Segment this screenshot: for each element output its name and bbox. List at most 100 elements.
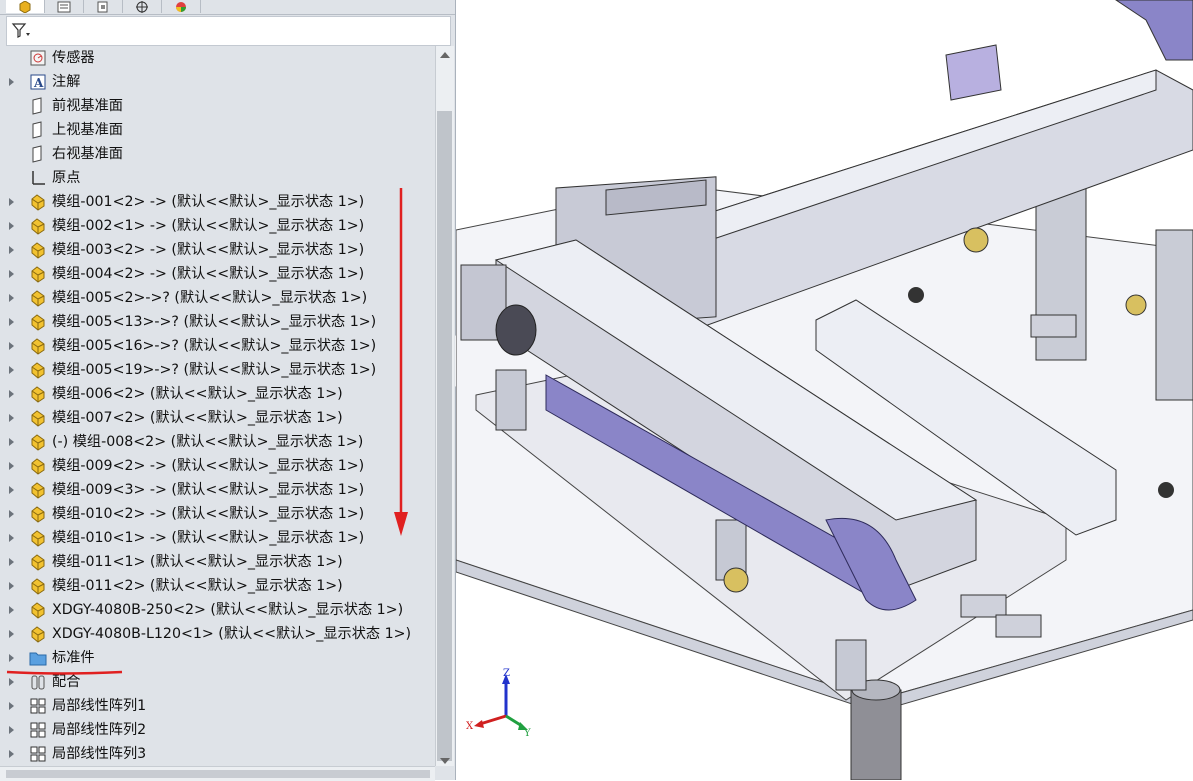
assembly-icon [31, 194, 45, 211]
expand-arrow-icon[interactable] [9, 198, 14, 206]
expand-arrow-icon[interactable] [9, 654, 14, 662]
triad-z-label: Z [503, 668, 510, 679]
tab-property-manager[interactable] [45, 0, 84, 13]
expand-arrow-icon[interactable] [9, 270, 14, 278]
tree-item[interactable]: 模组-009<2> -> (默认<<默认>_显示状态 1>) [0, 454, 434, 478]
tree-item[interactable]: 模组-001<2> -> (默认<<默认>_显示状态 1>) [0, 190, 434, 214]
assembly-icon [31, 338, 45, 355]
expand-arrow-icon[interactable] [9, 342, 14, 350]
scroll-up-icon[interactable] [440, 52, 450, 58]
expand-arrow-icon[interactable] [9, 294, 14, 302]
tree-item-label: 配合 [52, 674, 81, 690]
expand-arrow-icon[interactable] [9, 750, 14, 758]
tab-feature-manager[interactable] [6, 0, 45, 13]
tree-item[interactable]: XDGY-4080B-250<2> (默认<<默认>_显示状态 1>) [0, 598, 434, 622]
tree-item[interactable]: 前视基准面 [0, 94, 434, 118]
expand-arrow-icon[interactable] [9, 246, 14, 254]
tree-item-label: 模组-011<2> (默认<<默认>_显示状态 1>) [52, 578, 343, 594]
tree-item[interactable]: 模组-010<2> -> (默认<<默认>_显示状态 1>) [0, 502, 434, 526]
expand-arrow-icon[interactable] [9, 702, 14, 710]
tab-dimxpert[interactable] [123, 0, 162, 13]
expand-arrow-icon[interactable] [9, 726, 14, 734]
assembly-icon [31, 602, 45, 619]
tree-item-label: 注解 [52, 74, 81, 90]
tree-item[interactable]: 上视基准面 [0, 118, 434, 142]
tree-item-label: 模组-001<2> -> (默认<<默认>_显示状态 1>) [52, 194, 365, 210]
configuration-manager-icon [97, 1, 108, 12]
origin-icon [32, 171, 45, 185]
tree-item[interactable]: 模组-010<1> -> (默认<<默认>_显示状态 1>) [0, 526, 434, 550]
expand-arrow-icon[interactable] [9, 78, 14, 86]
annotation-underline [6, 670, 123, 675]
tree-item-label: 模组-009<3> -> (默认<<默认>_显示状态 1>) [52, 482, 365, 498]
expand-arrow-icon[interactable] [9, 582, 14, 590]
triad-x-label: X [466, 721, 474, 732]
scroll-thumb[interactable] [437, 111, 452, 761]
triad-y-label: Y [524, 728, 531, 739]
expand-arrow-icon[interactable] [9, 630, 14, 638]
tree-item[interactable]: 模组-003<2> -> (默认<<默认>_显示状态 1>) [0, 238, 434, 262]
tree-item[interactable]: 模组-011<1> (默认<<默认>_显示状态 1>) [0, 550, 434, 574]
graphics-viewport[interactable] [456, 0, 1193, 780]
tree-item[interactable]: 配合 [0, 670, 434, 694]
tab-display-manager[interactable] [162, 0, 201, 13]
filter-icon[interactable] [11, 22, 31, 40]
tree-item[interactable]: 模组-011<2> (默认<<默认>_显示状态 1>) [0, 574, 434, 598]
expand-arrow-icon[interactable] [9, 462, 14, 470]
tree-item-label: 前视基准面 [52, 98, 123, 114]
expand-arrow-icon[interactable] [9, 558, 14, 566]
tree-item-label: 传感器 [52, 50, 95, 66]
expand-arrow-icon[interactable] [9, 318, 14, 326]
dimxpert-icon [136, 0, 148, 13]
tree-item-label: 模组-005<19>->? (默认<<默认>_显示状态 1>) [52, 362, 377, 378]
tree-item[interactable]: 模组-005<19>->? (默认<<默认>_显示状态 1>) [0, 358, 434, 382]
assembly-icon [31, 410, 45, 427]
expand-arrow-icon[interactable] [9, 534, 14, 542]
expand-arrow-icon[interactable] [9, 390, 14, 398]
tree-item-label: 模组-011<1> (默认<<默认>_显示状态 1>) [52, 554, 343, 570]
tree-item[interactable]: 右视基准面 [0, 142, 434, 166]
expand-arrow-icon[interactable] [9, 414, 14, 422]
tree-item[interactable]: 传感器 [0, 46, 434, 70]
assembly-icon [31, 242, 45, 259]
tree-horizontal-scrollbar[interactable] [0, 766, 435, 781]
tree-item[interactable]: 模组-004<2> -> (默认<<默认>_显示状态 1>) [0, 262, 434, 286]
tree-item[interactable]: 模组-005<13>->? (默认<<默认>_显示状态 1>) [0, 310, 434, 334]
expand-arrow-icon[interactable] [9, 510, 14, 518]
tree-item[interactable]: XDGY-4080B-L120<1> (默认<<默认>_显示状态 1>) [0, 622, 434, 646]
tree-item-label: 标准件 [52, 650, 95, 666]
expand-arrow-icon[interactable] [9, 438, 14, 446]
expand-arrow-icon[interactable] [9, 606, 14, 614]
tree-item[interactable]: 模组-002<1> -> (默认<<默认>_显示状态 1>) [0, 214, 434, 238]
tree-item[interactable]: 模组-009<3> -> (默认<<默认>_显示状态 1>) [0, 478, 434, 502]
panel-tabs [0, 0, 455, 15]
tree-item[interactable]: 原点 [0, 166, 434, 190]
tree-item-label: 模组-005<2>->? (默认<<默认>_显示状态 1>) [52, 290, 368, 306]
expand-arrow-icon[interactable] [9, 222, 14, 230]
expand-arrow-icon[interactable] [9, 678, 14, 686]
tree-filter[interactable] [6, 16, 451, 46]
tree-item[interactable]: 局部线性阵列1 [0, 694, 434, 718]
tree-item-label: 模组-002<1> -> (默认<<默认>_显示状态 1>) [52, 218, 365, 234]
tree-item[interactable]: 模组-006<2> (默认<<默认>_显示状态 1>) [0, 382, 434, 406]
tree-item[interactable]: (-) 模组-008<2> (默认<<默认>_显示状态 1>) [0, 430, 434, 454]
tree-item[interactable]: 模组-005<16>->? (默认<<默认>_显示状态 1>) [0, 334, 434, 358]
assembly-icon [31, 578, 45, 595]
assembly-icon [31, 386, 45, 403]
tree-item[interactable]: 局部线性阵列3 [0, 742, 434, 766]
expand-arrow-icon[interactable] [9, 486, 14, 494]
tree-vertical-scrollbar[interactable] [435, 46, 454, 766]
scroll-down-icon[interactable] [440, 758, 450, 764]
display-manager-icon [176, 1, 186, 12]
tab-configuration-manager[interactable] [84, 0, 123, 13]
assembly-icon [31, 266, 45, 283]
tree-item[interactable]: 局部线性阵列2 [0, 718, 434, 742]
tree-item-label: 模组-007<2> (默认<<默认>_显示状态 1>) [52, 410, 343, 426]
expand-arrow-icon[interactable] [9, 366, 14, 374]
hscroll-thumb[interactable] [6, 770, 430, 778]
tree-item[interactable]: 模组-005<2>->? (默认<<默认>_显示状态 1>) [0, 286, 434, 310]
tree-item[interactable]: 模组-007<2> (默认<<默认>_显示状态 1>) [0, 406, 434, 430]
tree-item-label: 模组-005<16>->? (默认<<默认>_显示状态 1>) [52, 338, 377, 354]
tree-item[interactable]: 标准件 [0, 646, 434, 670]
